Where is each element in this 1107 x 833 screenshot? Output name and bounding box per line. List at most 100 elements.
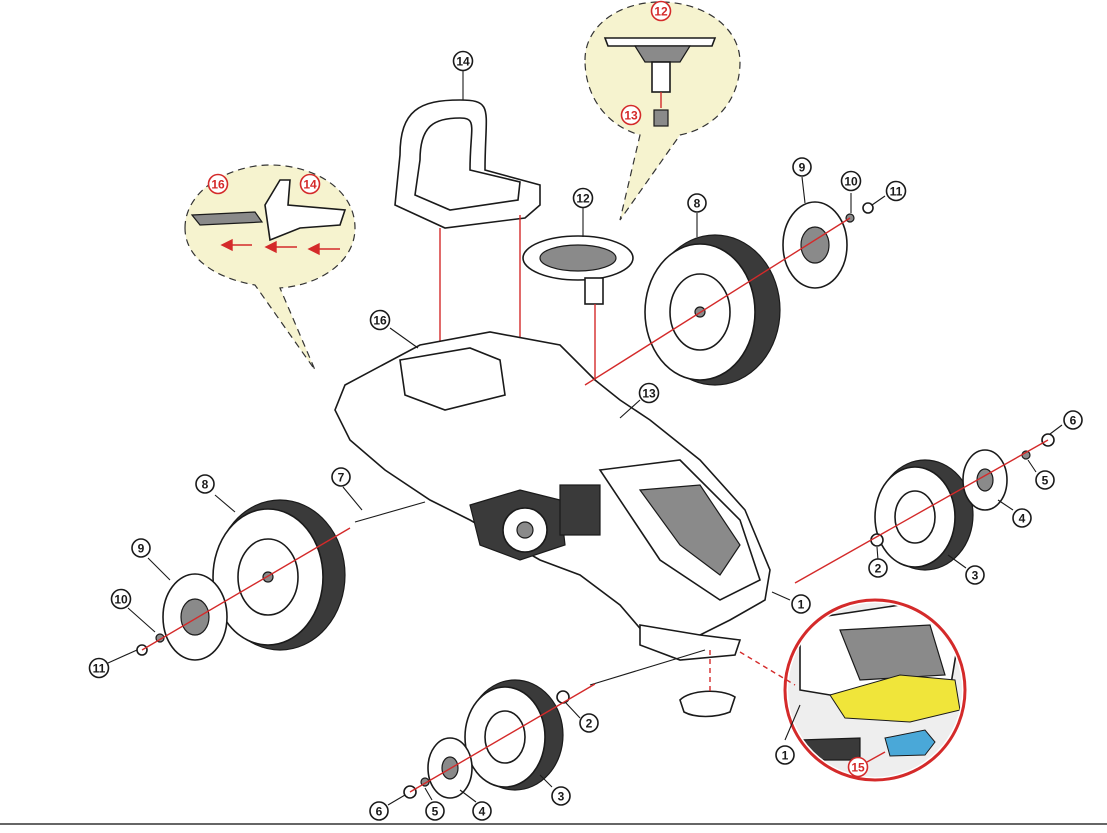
steering-wheel-part: [522, 235, 634, 305]
callout-number: 1: [782, 749, 789, 763]
callout-number: 11: [93, 662, 106, 676]
callout-c3-fr: 3: [965, 565, 985, 585]
callout-c15-detail: 15: [847, 756, 869, 778]
rear-left-axis-line: [141, 527, 351, 651]
rear-left-hubcap: [162, 573, 228, 661]
callout-ring: [369, 801, 389, 821]
callout-number: 14: [456, 55, 470, 69]
front-right-wheel: [874, 459, 974, 571]
callout-c16-body: 16: [369, 309, 391, 331]
callout-c10-rl: 10: [110, 588, 132, 610]
callout-number: 6: [1070, 414, 1077, 428]
callout-number: 16: [373, 314, 387, 328]
callout-ring: [847, 756, 869, 778]
callout-c10-rr: 10: [840, 170, 862, 192]
rear-right-axis-line: [584, 217, 851, 386]
callout-c9-rl: 9: [131, 538, 151, 558]
rear-right-wheel: [644, 234, 781, 386]
rear-right-hubcap: [782, 201, 848, 289]
callout-c12-wheel: 12: [572, 187, 594, 209]
callout-c6-fl: 6: [369, 801, 389, 821]
callout-ring: [299, 173, 321, 195]
callout-ring: [868, 558, 888, 578]
callout-c3-fl: 3: [551, 786, 571, 806]
callout-c12-bubble: 12: [650, 0, 672, 22]
callout-ring: [775, 745, 795, 765]
callout-number: 11: [890, 185, 903, 199]
callout-number: 7: [338, 471, 345, 485]
front-cover-part: [679, 690, 736, 718]
callout-ring: [885, 180, 907, 202]
callout-number: 9: [799, 161, 806, 175]
slide-arrows: [220, 238, 340, 256]
front-right-axis-line: [794, 439, 1049, 584]
rear-left-wheel: [212, 499, 346, 651]
callout-number: 4: [479, 805, 486, 819]
callout-c2-fl: 2: [579, 713, 599, 733]
callout-c8-rr: 8: [687, 193, 707, 213]
callout-ring: [1012, 508, 1032, 528]
front-left-axis-line: [409, 683, 596, 793]
callout-ring: [472, 801, 492, 821]
callout-number: 5: [432, 805, 439, 819]
leader-lines: [107, 71, 1063, 806]
callout-ring: [791, 594, 811, 614]
hitch-blue-part: [884, 729, 936, 757]
callout-c16-bubble: 16: [207, 173, 229, 195]
callout-number: 8: [202, 478, 209, 492]
callout-ring: [207, 173, 229, 195]
callout-ring: [88, 657, 110, 679]
callout-c13-bubble: 13: [620, 104, 642, 126]
callout-c11-rl: 11: [88, 657, 110, 679]
callout-c1-axle: 1: [791, 594, 811, 614]
callout-ring: [620, 104, 642, 126]
callout-number: 13: [624, 109, 638, 123]
callout-c2-fr: 2: [868, 558, 888, 578]
callout-c4-fl: 4: [472, 801, 492, 821]
callout-ring: [551, 786, 571, 806]
callout-ring: [452, 50, 474, 72]
front-axle-rod: [589, 649, 706, 686]
callout-c7-axle: 7: [331, 467, 351, 487]
callout-c11-rr: 11: [885, 180, 907, 202]
seat-part: [394, 99, 541, 229]
callout-ring: [687, 193, 707, 213]
callout-ring: [840, 170, 862, 192]
rear-right-nut: [862, 202, 874, 214]
callout-ring: [965, 565, 985, 585]
callout-ring: [638, 382, 660, 404]
callout-ring: [579, 713, 599, 733]
callout-c13-body: 13: [638, 382, 660, 404]
hitch-detail-link: [739, 651, 796, 686]
callout-c4-fr: 4: [1012, 508, 1032, 528]
callout-c6-fr: 6: [1063, 410, 1083, 430]
tractor-body: [334, 331, 771, 661]
callout-number: 14: [303, 178, 317, 192]
callout-c9-rr: 9: [792, 157, 812, 177]
callout-number: 6: [376, 805, 383, 819]
callout-number: 8: [694, 197, 701, 211]
callout-number: 9: [138, 542, 145, 556]
callout-c1-detail: 1: [775, 745, 795, 765]
callout-ring: [331, 467, 351, 487]
callout-number: 10: [844, 175, 858, 189]
callout-number: 3: [558, 790, 565, 804]
callout-c5-fl: 5: [425, 801, 445, 821]
callout-c14-bubble: 14: [299, 173, 321, 195]
callout-number: 13: [642, 387, 656, 401]
seat-rail-detail-bubble: [184, 164, 356, 371]
callout-ring: [425, 801, 445, 821]
callout-c5-fr: 5: [1035, 470, 1055, 490]
front-left-spacer: [556, 690, 570, 704]
callout-number: 12: [576, 192, 590, 206]
callout-number: 16: [211, 178, 225, 192]
callout-ring: [1063, 410, 1083, 430]
callout-ring: [110, 588, 132, 610]
front-right-spacer: [870, 533, 884, 547]
callout-ring: [792, 157, 812, 177]
callout-c8-rl: 8: [195, 474, 215, 494]
callout-ring: [572, 187, 594, 209]
rear-axle-rod: [354, 501, 426, 523]
